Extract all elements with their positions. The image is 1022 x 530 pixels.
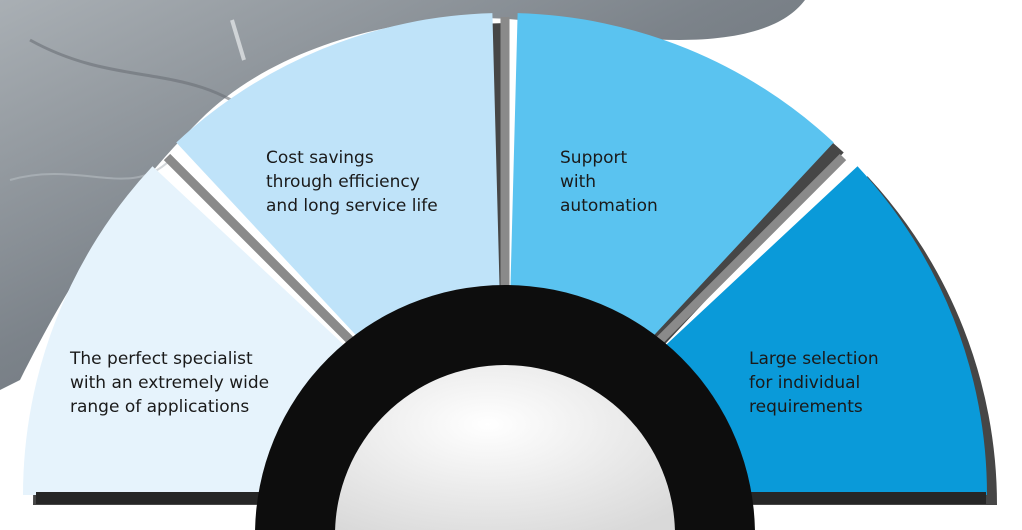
segment-cost-savings [176, 13, 501, 368]
segment-automation [509, 13, 834, 368]
segment-label-selection: Large selection for individual requireme… [749, 349, 879, 417]
segment-divider-1 [163, 153, 383, 373]
segment-label-cost-savings: Cost savings through efficiency and long… [266, 148, 438, 216]
tool-blade-highlight [230, 19, 246, 61]
hub-center [335, 365, 675, 530]
segment-label-wide-range: The perfect specialist with an extremely… [70, 349, 270, 417]
background-stone [0, 0, 805, 390]
segment-label-automation: Support with automation [560, 148, 658, 216]
segment-divider-3 [627, 153, 847, 373]
hub-group [255, 285, 755, 530]
